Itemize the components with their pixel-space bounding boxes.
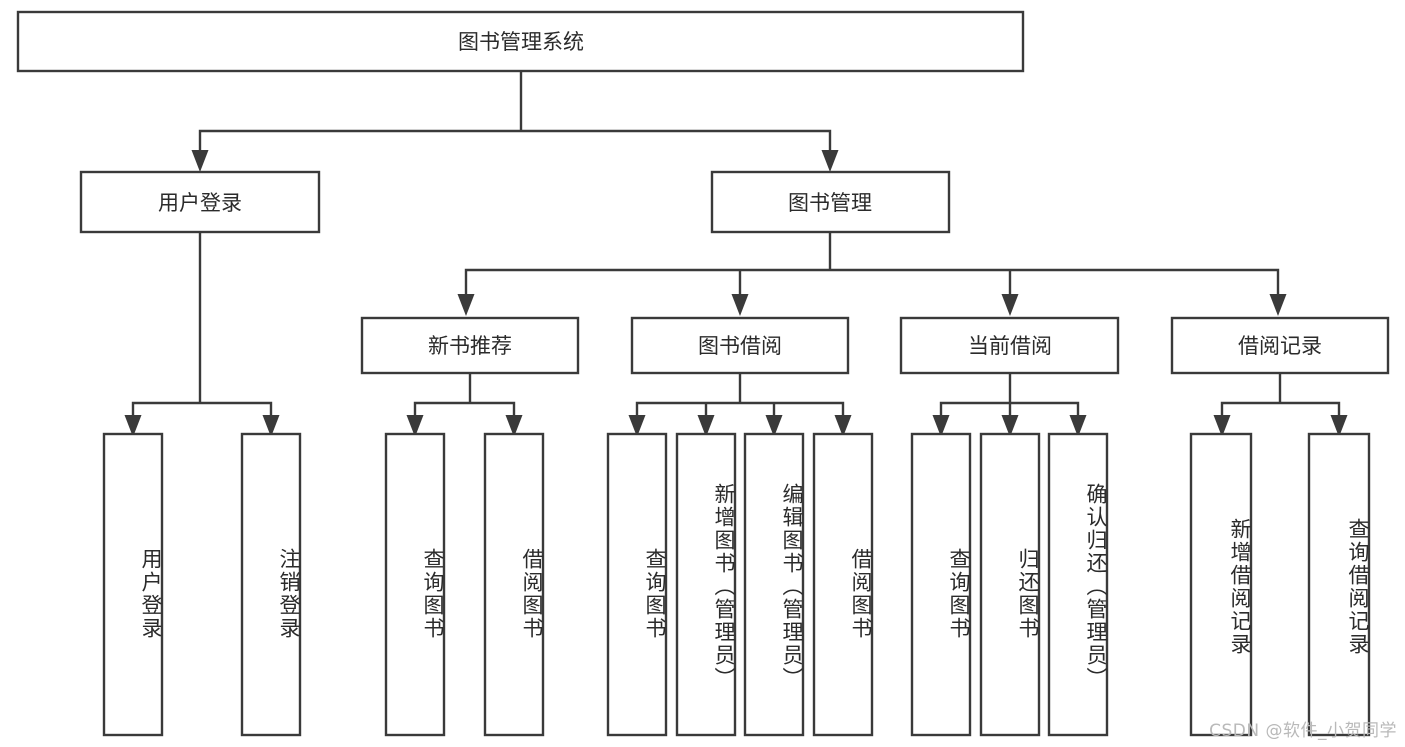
node-user-login-box[interactable] bbox=[79, 170, 321, 234]
arrow-bm-to-borrow-record bbox=[1269, 294, 1287, 316]
connector-book-borrow-bus bbox=[635, 371, 845, 419]
node-current-borrow[interactable]: 当前借阅 bbox=[899, 316, 1120, 375]
node-book-borrow[interactable]: 图书借阅 bbox=[630, 316, 850, 375]
leaf-query-record-box[interactable] bbox=[1307, 432, 1371, 737]
connector-user-login-bus bbox=[131, 230, 273, 419]
connector-book-management-bus bbox=[464, 230, 1280, 298]
leaf-query-book-2-box[interactable] bbox=[606, 432, 668, 737]
node-root-box[interactable] bbox=[16, 10, 1025, 73]
arrow-bm-to-book-borrow bbox=[731, 294, 749, 316]
leaf-user-login-box[interactable] bbox=[102, 432, 164, 737]
node-book-borrow-box[interactable] bbox=[630, 316, 850, 375]
node-borrow-record[interactable]: 借阅记录 bbox=[1170, 316, 1390, 375]
connector-borrow-record-bus bbox=[1220, 371, 1341, 419]
csdn-watermark: CSDN @软件_小贺同学 bbox=[1209, 721, 1397, 741]
leaf-borrow-book-1-box[interactable] bbox=[483, 432, 545, 737]
leaf-confirm-return-box[interactable] bbox=[1047, 432, 1109, 737]
leaf-query-book-1-box[interactable] bbox=[384, 432, 446, 737]
leaf-box-layer bbox=[102, 432, 1371, 737]
node-new-book-recommend[interactable]: 新书推荐 bbox=[360, 316, 580, 375]
connector-root-bus bbox=[198, 69, 832, 154]
arrow-root-to-user-login bbox=[191, 150, 209, 172]
connector-current-borrow-bus bbox=[939, 371, 1080, 419]
node-borrow-record-box[interactable] bbox=[1170, 316, 1390, 375]
node-user-login[interactable]: 用户登录 bbox=[79, 170, 321, 234]
leaf-query-book-3-box[interactable] bbox=[910, 432, 972, 737]
arrow-bm-to-current-borrow bbox=[1001, 294, 1019, 316]
node-book-borrow-label: 图书借阅 bbox=[698, 334, 782, 358]
arrow-bm-to-new-book-recommend bbox=[457, 294, 475, 316]
arrow-root-to-book-management bbox=[821, 150, 839, 172]
node-current-borrow-label: 当前借阅 bbox=[968, 334, 1052, 358]
connector-new-book-recommend-bus bbox=[413, 371, 516, 419]
leaf-add-record-box[interactable] bbox=[1189, 432, 1253, 737]
leaf-edit-book-box[interactable] bbox=[743, 432, 805, 737]
node-book-management-label: 图书管理 bbox=[788, 191, 872, 215]
node-root-label: 图书管理系统 bbox=[458, 30, 584, 54]
node-new-book-recommend-label: 新书推荐 bbox=[428, 334, 512, 358]
node-book-management-box[interactable] bbox=[710, 170, 951, 234]
leaf-logout-login-box[interactable] bbox=[240, 432, 302, 737]
leaf-return-book-box[interactable] bbox=[979, 432, 1041, 737]
connector-layer bbox=[124, 69, 1348, 437]
node-new-book-recommend-box[interactable] bbox=[360, 316, 580, 375]
leaf-add-book-box[interactable] bbox=[675, 432, 737, 737]
node-user-login-label: 用户登录 bbox=[158, 191, 242, 215]
node-root[interactable]: 图书管理系统 bbox=[16, 10, 1025, 73]
node-borrow-record-label: 借阅记录 bbox=[1238, 334, 1322, 358]
node-book-management[interactable]: 图书管理 bbox=[710, 170, 951, 234]
leaf-borrow-book-2-box[interactable] bbox=[812, 432, 874, 737]
node-current-borrow-box[interactable] bbox=[899, 316, 1120, 375]
